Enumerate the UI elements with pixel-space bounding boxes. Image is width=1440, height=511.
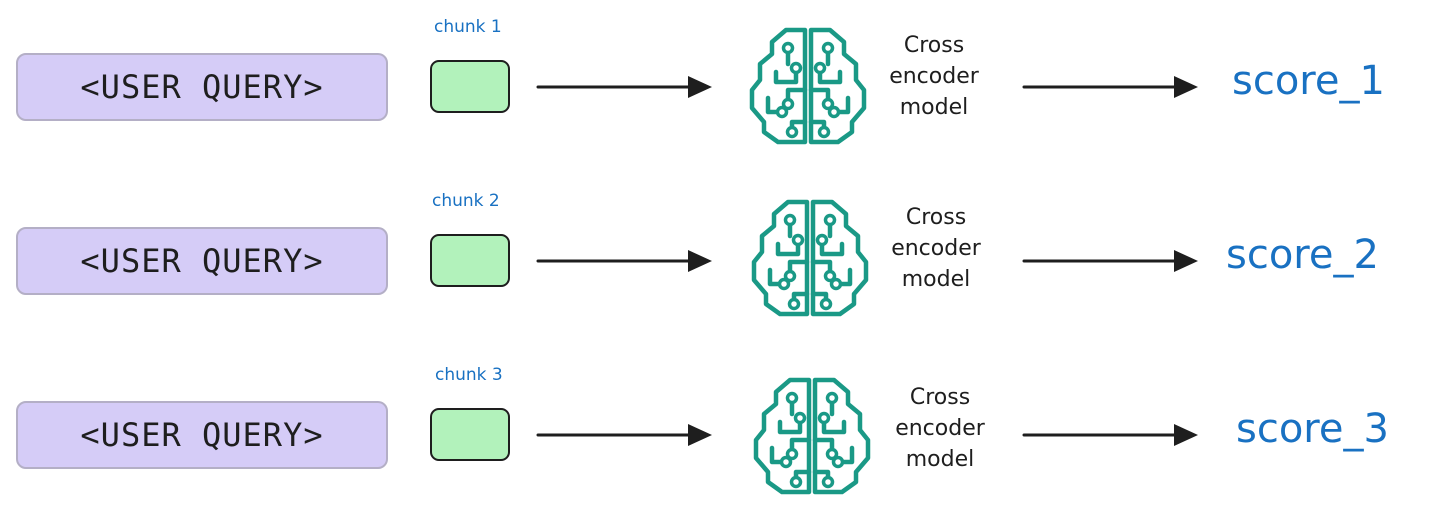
arrow-right-icon bbox=[536, 424, 712, 446]
chunk-box bbox=[430, 408, 510, 461]
score-output: score_3 bbox=[1236, 406, 1389, 452]
user-query-box: <USER QUERY> bbox=[16, 53, 388, 121]
score-output: score_1 bbox=[1232, 58, 1385, 104]
brain-circuit-icon bbox=[749, 27, 867, 145]
arrow-right-icon bbox=[536, 250, 712, 272]
model-label-line: encoder bbox=[889, 64, 979, 89]
model-label: Cross encoder model bbox=[880, 382, 1000, 475]
model-label-line: encoder bbox=[891, 236, 981, 261]
arrow-right-icon bbox=[1022, 76, 1198, 98]
model-label-line: encoder bbox=[895, 416, 985, 441]
pipeline-row-1: <USER QUERY> chunk 1 bbox=[0, 0, 1440, 145]
user-query-box: <USER QUERY> bbox=[16, 401, 388, 469]
chunk-box bbox=[430, 234, 510, 287]
brain-circuit-icon bbox=[751, 199, 869, 317]
model-label-line: model bbox=[899, 95, 969, 120]
arrow-right-icon bbox=[1022, 424, 1198, 446]
brain-circuit-icon bbox=[753, 377, 871, 495]
chunk-box bbox=[430, 60, 510, 113]
arrow-right-icon bbox=[536, 76, 712, 98]
user-query-box: <USER QUERY> bbox=[16, 227, 388, 295]
model-label-line: Cross bbox=[903, 33, 965, 58]
model-label: Cross encoder model bbox=[874, 30, 994, 123]
model-label-line: model bbox=[901, 267, 971, 292]
score-output: score_2 bbox=[1226, 232, 1379, 278]
model-label-line: Cross bbox=[909, 385, 971, 410]
arrow-right-icon bbox=[1022, 250, 1198, 272]
model-label-line: model bbox=[905, 447, 975, 472]
pipeline-row-3: <USER QUERY> chunk 3 bbox=[0, 348, 1440, 495]
model-label: Cross encoder model bbox=[876, 202, 996, 295]
chunk-label: chunk 3 bbox=[435, 365, 503, 385]
model-label-line: Cross bbox=[905, 205, 967, 230]
chunk-label: chunk 2 bbox=[432, 191, 500, 211]
chunk-label: chunk 1 bbox=[434, 17, 502, 37]
pipeline-row-2: <USER QUERY> chunk 2 bbox=[0, 174, 1440, 317]
